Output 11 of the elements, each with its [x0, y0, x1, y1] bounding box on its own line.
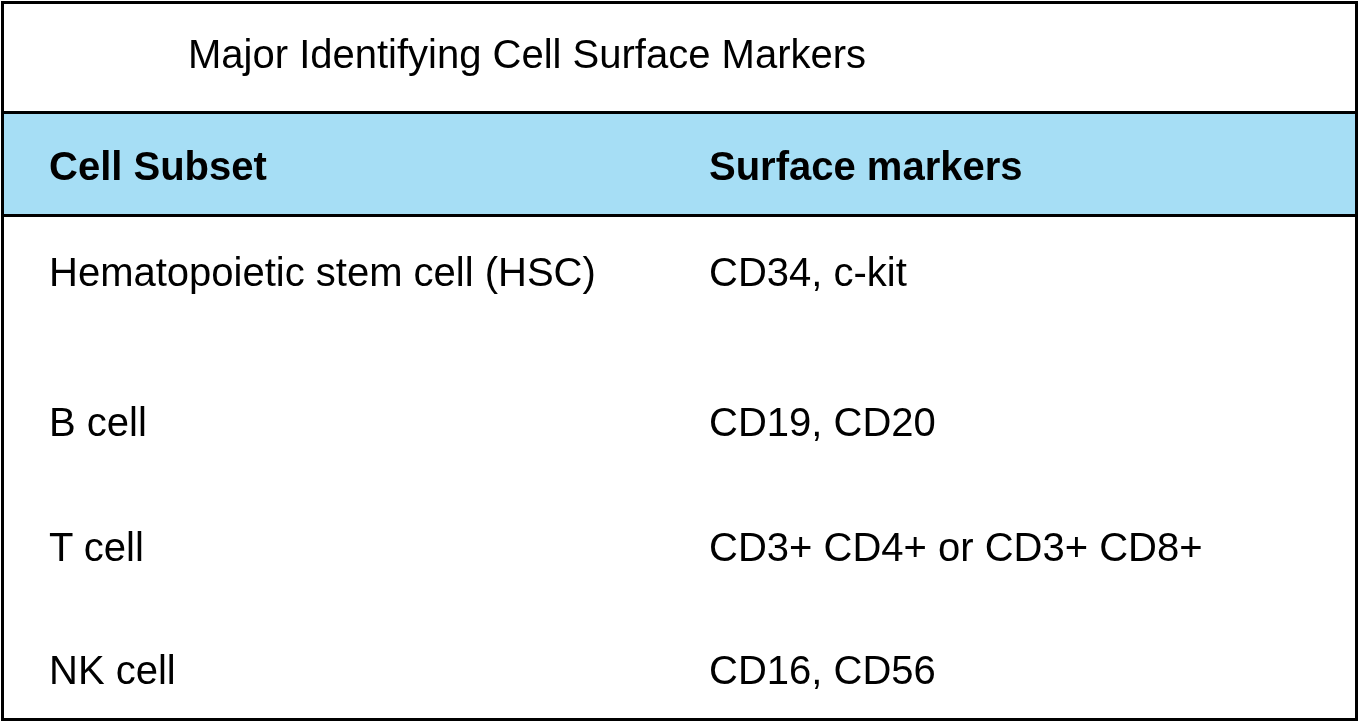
column-header: Surface markers [709, 143, 1023, 190]
table-cell-text: CD3+ CD4+ or CD3+ CD8+ [709, 524, 1203, 571]
table-title: Major Identifying Cell Surface Markers [188, 31, 867, 78]
table-cell-text: CD16, CD56 [709, 647, 936, 694]
table-cell-text: NK cell [49, 647, 176, 694]
table-cell-text: T cell [49, 524, 144, 571]
table-cell-text: Hematopoietic stem cell (HSC) [49, 249, 597, 296]
column-header: Cell Subset [49, 143, 267, 190]
table-cell-text: CD19, CD20 [709, 399, 936, 446]
table-cell-text: B cell [49, 399, 147, 446]
table-cell-text: CD34, c-kit [709, 249, 907, 296]
